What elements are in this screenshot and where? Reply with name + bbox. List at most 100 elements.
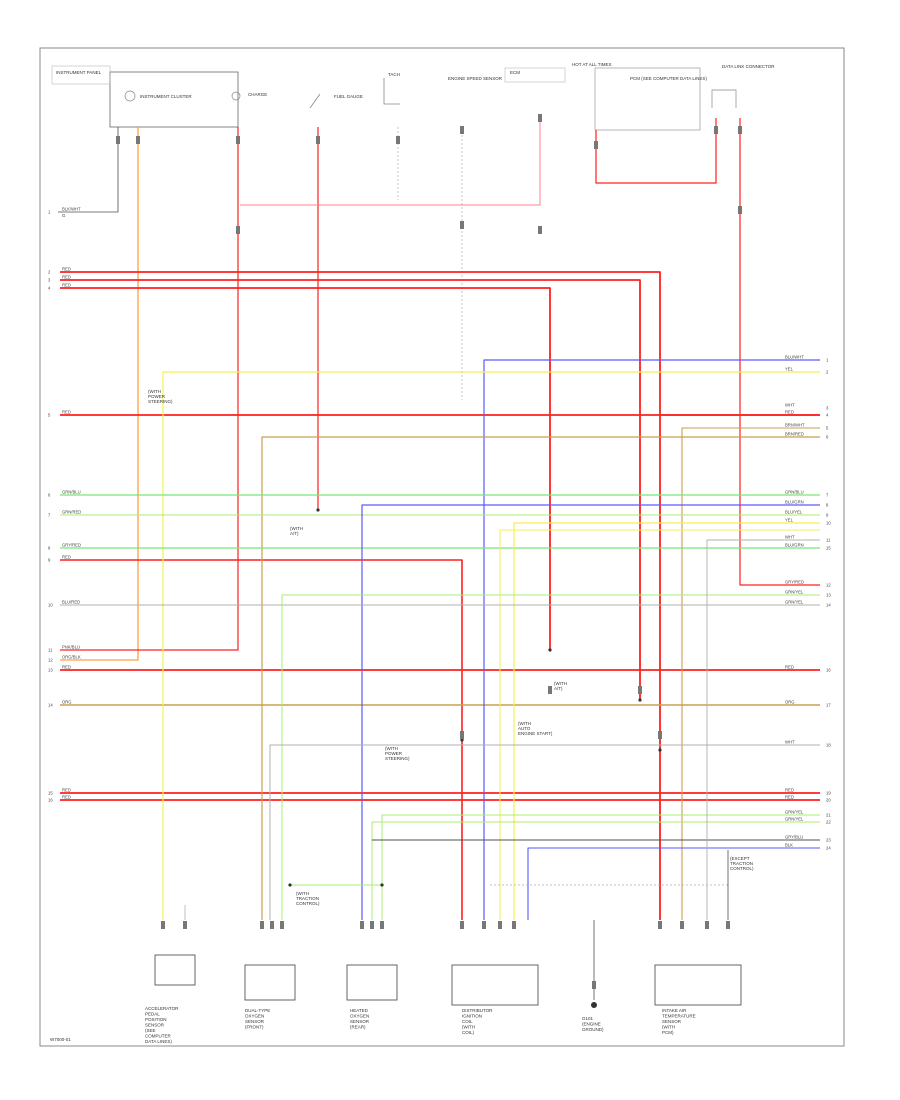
component-box [654, 964, 742, 1006]
wire-pnk-ecm [240, 118, 541, 206]
wire-brn-red [261, 436, 820, 920]
splice-dot [380, 883, 384, 887]
right-wire-color-label: WHT [785, 535, 795, 540]
right-wire-color-label: GRY/RED [785, 580, 804, 585]
wire-blu-grn-2 [527, 847, 820, 920]
wire-org-cluster [60, 127, 139, 661]
left-wire-color-label: RED [62, 795, 71, 800]
connector-pin [460, 921, 464, 929]
wire-layer [58, 114, 820, 1008]
left-pin-number: 13 [48, 668, 53, 673]
right-wire-color-label: BRN/WHT [785, 423, 805, 428]
left-pin-number: 6 [48, 493, 51, 498]
connector-pin [738, 126, 742, 134]
wire-yel-r [513, 522, 820, 920]
ecm-detail-label: PCM (SEE COMPUTER DATA LINES) [630, 76, 707, 81]
charge-indicator-label: CHARGE [248, 92, 267, 97]
left-pin-number: 1 [48, 210, 51, 215]
left-wire-color-label: RED [62, 788, 71, 793]
wire-red-bus-3 [60, 287, 551, 650]
splice-dot [548, 648, 552, 652]
left-wire-color-label: GRY/RED [62, 543, 81, 548]
left-pin-number: 11 [48, 648, 53, 653]
right-connector-labels: BLU/WHT1YEL2WHT3RED4BRN/WHT5BRN/RED6GRN/… [785, 355, 831, 851]
right-pin-number: 21 [826, 813, 831, 818]
connector-pin [183, 921, 187, 929]
right-pin-number: 8 [826, 503, 829, 508]
connector-pin [380, 921, 384, 929]
connector-pin [460, 731, 464, 739]
right-wire-color-label: RED [785, 795, 794, 800]
left-pin-number: 10 [48, 603, 53, 608]
ground-g101-symbol [591, 1002, 597, 1008]
right-pin-number: 9 [826, 513, 829, 518]
right-wire-color-label: GRN/YEL [785, 590, 804, 595]
right-pin-number: 10 [826, 521, 831, 526]
wire-yel-2 [499, 529, 820, 920]
ground-label: G [62, 213, 66, 218]
right-wire-color-label: WHT [785, 403, 795, 408]
left-wire-color-label: RED [62, 275, 71, 280]
connector-pin [512, 921, 516, 929]
splice-dot [658, 748, 662, 752]
left-wire-color-label: BLU/RED [62, 600, 80, 605]
left-pin-number: 12 [48, 658, 53, 663]
left-pin-number: 8 [48, 546, 51, 551]
left-wire-color-label: GRN/RED [62, 510, 81, 515]
connector-pin [592, 981, 596, 989]
right-pin-number: 16 [826, 668, 831, 673]
left-wire-color-label: GRN/BLU [62, 490, 81, 495]
connector-pin [396, 136, 400, 144]
right-wire-color-label: BLU/WHT [785, 355, 804, 360]
wire-grn-yel [281, 594, 820, 920]
right-pin-number: 13 [826, 593, 831, 598]
left-wire-color-label: RED [62, 267, 71, 272]
right-pin-number: 1 [826, 358, 829, 363]
connector-pin [270, 921, 274, 929]
right-wire-color-label: GRN/BLU [785, 490, 804, 495]
right-wire-color-label: BRN/RED [785, 432, 804, 437]
connector-pin [236, 226, 240, 234]
connector-pin [726, 921, 730, 929]
left-pin-number: 15 [48, 791, 53, 796]
connector-pin [680, 921, 684, 929]
connector-pin [638, 686, 642, 694]
engine-speed-sensor-label: ENGINE SPEED SENSOR [448, 76, 503, 81]
right-pin-number: 14 [826, 603, 831, 608]
right-wire-color-label: RED [785, 665, 794, 670]
right-wire-color-label: YEL [785, 518, 794, 523]
ecm-label: ECM [510, 70, 520, 75]
right-pin-number: 22 [826, 820, 831, 825]
connector-pin [538, 114, 542, 122]
wire-blu-grn [361, 504, 820, 920]
wire-grn-yel-3 [371, 821, 820, 920]
connector-pin [460, 126, 464, 134]
hot-at-all-times-label: HOT AT ALL TIMES [572, 62, 612, 67]
connector-pin [161, 921, 165, 929]
wire-red-bus-2 [60, 279, 641, 700]
right-pin-number: 23 [826, 838, 831, 843]
right-pin-number: 12 [826, 583, 831, 588]
instrument-panel-label: INSTRUMENT PANEL [56, 70, 102, 75]
right-pin-number: 4 [826, 413, 829, 418]
left-pin-number: 16 [48, 798, 53, 803]
splice-dot [638, 698, 642, 702]
left-wire-color-label: RED [62, 283, 71, 288]
right-pin-number: 7 [826, 493, 829, 498]
connector-pin [498, 921, 502, 929]
wire-brn-wht [681, 427, 820, 920]
splice-dot [288, 883, 292, 887]
connector-pin [360, 921, 364, 929]
